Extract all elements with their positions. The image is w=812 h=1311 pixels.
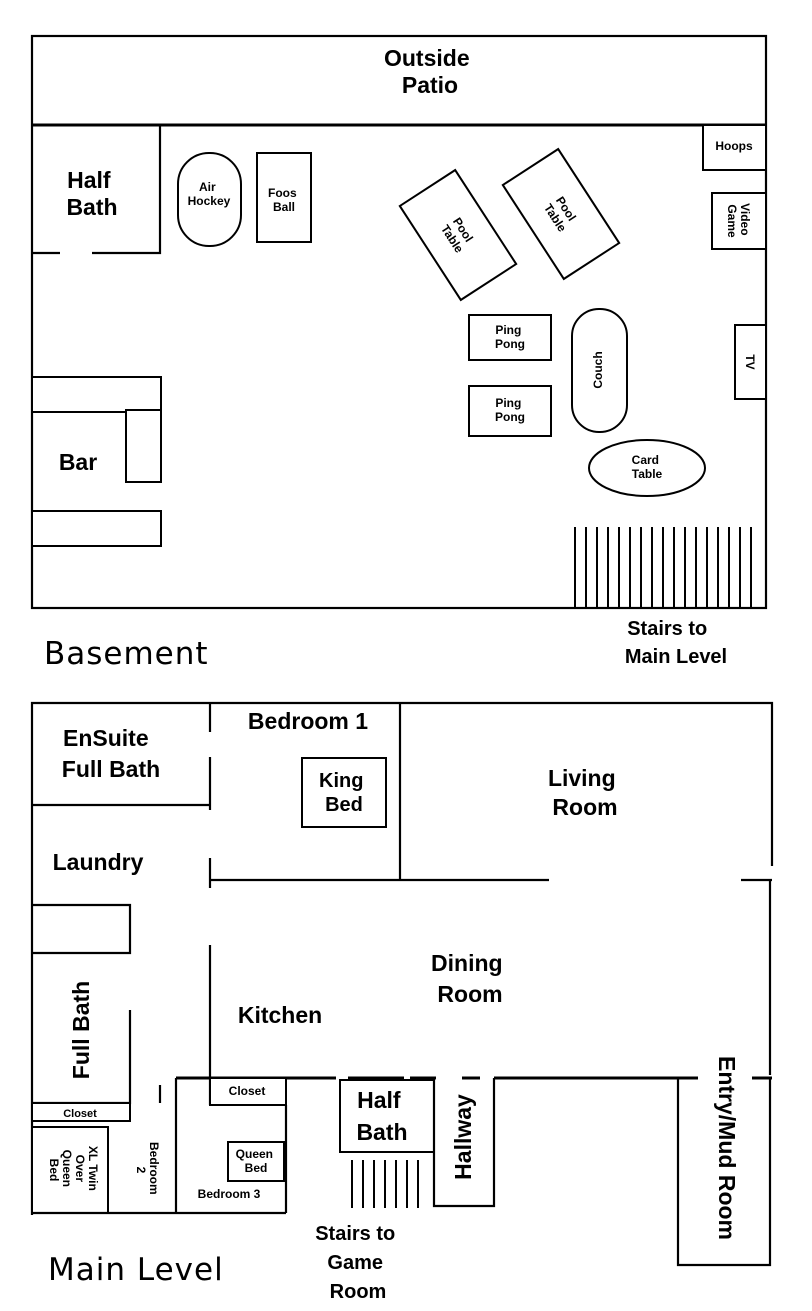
air-hockey-table	[177, 152, 242, 247]
main-stairs	[351, 1160, 419, 1208]
patio-label: Outside Patio	[384, 45, 476, 98]
foos-ball-label: Foos Ball	[268, 186, 300, 214]
bar-label: Bar	[59, 449, 97, 475]
queen-bed-label: Queen Bed	[236, 1147, 277, 1175]
hallway-walls	[432, 1078, 496, 1208]
xl-twin-bed	[31, 1126, 109, 1214]
pool-table-2: Pool Table	[501, 147, 621, 281]
main-half-bath-label: Half Bath	[356, 1087, 407, 1145]
hoops-label: Hoops	[715, 139, 753, 153]
hallway-label: Hallway	[450, 1094, 476, 1180]
main-stairs-label: Stairs to Game Room	[315, 1223, 401, 1303]
tv-label: TV	[743, 354, 757, 369]
closet-mid-label: Closet	[229, 1084, 266, 1098]
main-outline	[30, 701, 774, 1215]
bedroom1-walls	[208, 703, 402, 888]
video-game-label: Video Game	[725, 203, 752, 239]
ping-pong-2-label: Ping Pong	[495, 396, 525, 424]
bedroom3-walls	[174, 1078, 288, 1213]
entry-label: Entry/Mud Room	[714, 1056, 740, 1240]
video-game	[711, 192, 767, 250]
ping-pong-table-1	[468, 314, 552, 361]
card-table	[588, 439, 706, 497]
bedroom3-label: Bedroom 3	[198, 1187, 261, 1201]
basement-stairs-label: Stairs to Main Level	[625, 618, 727, 668]
laundry-machines	[32, 903, 132, 955]
bar-counters	[31, 376, 162, 547]
dining-room-label: Dining Room	[431, 950, 509, 1007]
living-room-label: Living Room	[548, 765, 622, 820]
bedroom2-label: Bedroom 2	[134, 1142, 161, 1198]
main-level-plan: EnSuite Full Bath Bedroom 1 King Bed Liv…	[30, 701, 774, 1303]
kitchen-label: Kitchen	[238, 1002, 322, 1028]
tv	[734, 324, 767, 400]
ping-pong-1-label: Ping Pong	[495, 323, 525, 351]
entry-walls	[676, 1078, 772, 1267]
full-bath-label: Full Bath	[68, 981, 94, 1079]
laundry-label: Laundry	[53, 849, 144, 875]
king-bed-label: King Bed	[319, 770, 369, 816]
ensuite-label: EnSuite Full Bath	[62, 725, 160, 782]
basement-half-bath-walls	[32, 125, 162, 255]
main-half-bath	[339, 1079, 435, 1153]
xl-twin-label: XL Twin Over Queen Bed	[47, 1146, 100, 1194]
queen-bed	[227, 1141, 285, 1182]
air-hockey-label: Air Hockey	[188, 180, 231, 208]
basement-half-bath-label: Half Bath	[66, 167, 117, 220]
basement-stairs	[574, 527, 752, 607]
king-bed	[301, 757, 387, 828]
foos-ball-table	[256, 152, 312, 243]
basement-plan: Outside Patio Half Bath Bar Air Hockey F…	[30, 34, 768, 672]
main-level-caption: Main Level	[48, 1252, 224, 1288]
closet-mid	[209, 1077, 287, 1106]
closet-left-label: Closet	[63, 1108, 97, 1120]
ping-pong-table-2	[468, 385, 552, 437]
hoops	[702, 124, 767, 171]
basement-outline	[30, 34, 768, 610]
couch	[571, 308, 628, 433]
basement-caption: Basement	[44, 636, 209, 672]
closet-left	[31, 1102, 131, 1122]
card-table-label: Card Table	[632, 453, 663, 481]
pool-table-1: Pool Table	[398, 168, 518, 302]
couch-label: Couch	[591, 351, 605, 388]
bedroom1-label: Bedroom 1	[248, 708, 368, 734]
